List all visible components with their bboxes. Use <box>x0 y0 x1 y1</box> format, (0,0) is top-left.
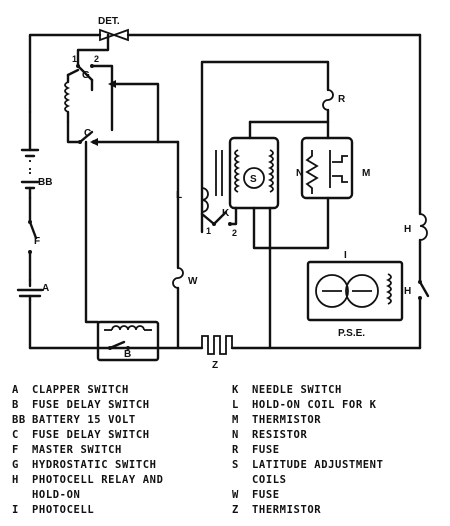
a-label: A <box>42 283 49 294</box>
g-label: G <box>82 70 90 81</box>
photocell-i-symbol <box>306 260 404 322</box>
hydrostatic-switch-g-symbol <box>64 33 114 132</box>
resistor-n-symbol <box>305 150 319 194</box>
g-return-arrow <box>108 80 160 144</box>
battery-bb-symbol <box>20 110 40 200</box>
thermistor-z-symbol <box>201 335 233 355</box>
latitude-coils-s-symbol <box>215 149 274 196</box>
thermistor-m-symbol <box>329 150 348 188</box>
s-label: S <box>250 174 257 185</box>
needle-switch-k-symbol <box>200 187 238 226</box>
fuse-w-symbol <box>156 140 184 350</box>
main-wiring <box>28 33 422 350</box>
w-label: W <box>188 276 198 287</box>
c-label: C <box>84 128 91 139</box>
k-terminal-2: 2 <box>232 228 237 238</box>
n-label: N <box>296 168 303 179</box>
r-label: R <box>338 94 346 105</box>
h-top-label: H <box>404 224 411 235</box>
b-label: B <box>124 349 131 360</box>
g-terminal-1: 1 <box>72 54 77 64</box>
pse-label: P.S.E. <box>338 328 365 339</box>
right-section-wiring <box>200 60 354 350</box>
l-label: L <box>176 190 182 201</box>
master-switch-f-symbol <box>28 220 38 254</box>
detonator-symbol <box>99 28 129 42</box>
m-label: M <box>362 168 370 179</box>
fuse-delay-switch-c-symbol <box>66 120 160 324</box>
h-bottom-label: H <box>404 286 411 297</box>
legend-left-7: HOLD-ON <box>32 489 81 501</box>
fuse-delay-switch-b-symbol <box>96 320 160 362</box>
g-terminal-2: 2 <box>94 54 99 64</box>
k-label: K <box>222 208 230 219</box>
clapper-switch-a-symbol <box>16 278 44 302</box>
f-label: F <box>34 236 40 247</box>
circuit-schematic: DET. BB F A <box>16 16 430 371</box>
i-label: I <box>344 250 347 261</box>
det-label: DET. <box>98 16 120 27</box>
legend-right-6: COILS <box>252 474 287 486</box>
k-terminal-1: 1 <box>206 226 211 236</box>
photocell-relay-h-symbol <box>418 213 430 300</box>
bb-label: BB <box>38 177 52 188</box>
z-label: Z <box>212 360 218 371</box>
